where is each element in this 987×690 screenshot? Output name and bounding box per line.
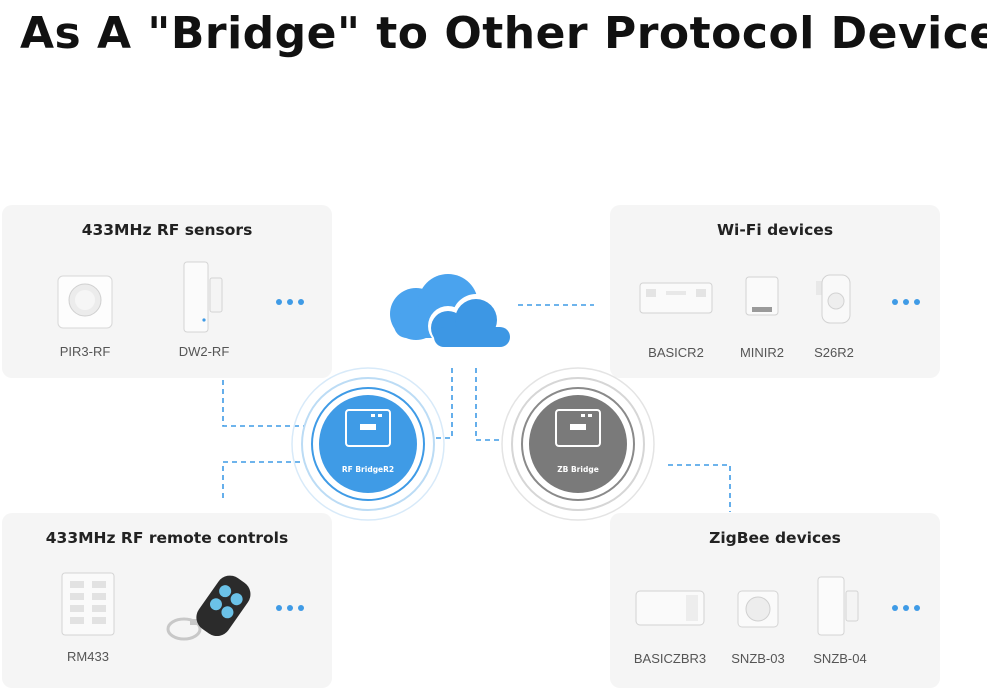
line-zb-zigbee	[668, 464, 731, 512]
smart-switch-icon	[639, 282, 713, 314]
panel-title: 433MHz RF sensors	[81, 221, 253, 239]
more-dots-icon	[892, 299, 920, 305]
line-rf-remotes	[222, 461, 315, 498]
panel-title: 433MHz RF remote controls	[45, 529, 289, 547]
line-rf-sensors	[222, 380, 310, 427]
device-snzb-03: SNZB-03	[731, 587, 785, 666]
device-snzb-04: SNZB-04	[813, 575, 867, 666]
device-rf-keyfob	[160, 569, 256, 649]
device-basicr2: BASICR2	[636, 277, 716, 360]
cloud-icon	[390, 274, 512, 350]
svg-text:RF BridgeR2: RF BridgeR2	[342, 465, 394, 474]
door-sensor-icon	[817, 576, 859, 636]
motion-sensor-icon	[57, 275, 113, 329]
remote-panel-icon	[61, 572, 115, 636]
line-cloud-zb	[475, 368, 502, 441]
rf-bridge-hub	[291, 367, 445, 521]
panel-title: ZigBee devices	[709, 529, 841, 547]
rf-bridge-label: RF BridgeR2	[342, 465, 394, 474]
panel-rf-remotes: 433MHz RF remote controls RM433	[2, 513, 332, 688]
motion-sensor-icon	[737, 590, 779, 628]
door-sensor-icon	[183, 261, 223, 333]
zb-bridge-hub: ZB Bridge	[501, 367, 655, 521]
more-dots-icon	[276, 299, 304, 305]
device-rm433: RM433	[60, 571, 116, 664]
device-basiczbr3: BASICZBR3	[632, 585, 708, 666]
page-title: As A "Bridge" to Other Protocol Devices	[20, 8, 987, 59]
smart-plug-icon	[816, 274, 851, 324]
zb-bridge-label: ZB Bridge	[557, 465, 599, 474]
panel-rf-sensors: 433MHz RF sensors PIR3-RF DW2-RF	[2, 205, 332, 378]
device-pir3-rf: PIR3-RF	[56, 272, 114, 359]
key-fob-icon	[166, 575, 251, 641]
device-dw2-rf: DW2-RF	[179, 260, 229, 359]
more-dots-icon	[276, 605, 304, 611]
panel-wifi: Wi-Fi devices BASICR2 MINIR2 S26R2	[610, 205, 940, 378]
mini-switch-icon	[745, 276, 779, 316]
more-dots-icon	[892, 605, 920, 611]
panel-zigbee: ZigBee devices BASICZBR3 SNZB-03 SNZB-04	[610, 513, 940, 688]
zigbee-switch-icon	[635, 590, 705, 626]
panel-title: Wi-Fi devices	[716, 221, 834, 239]
device-minir2: MINIR2	[740, 273, 784, 360]
device-s26r2: S26R2	[814, 271, 854, 360]
